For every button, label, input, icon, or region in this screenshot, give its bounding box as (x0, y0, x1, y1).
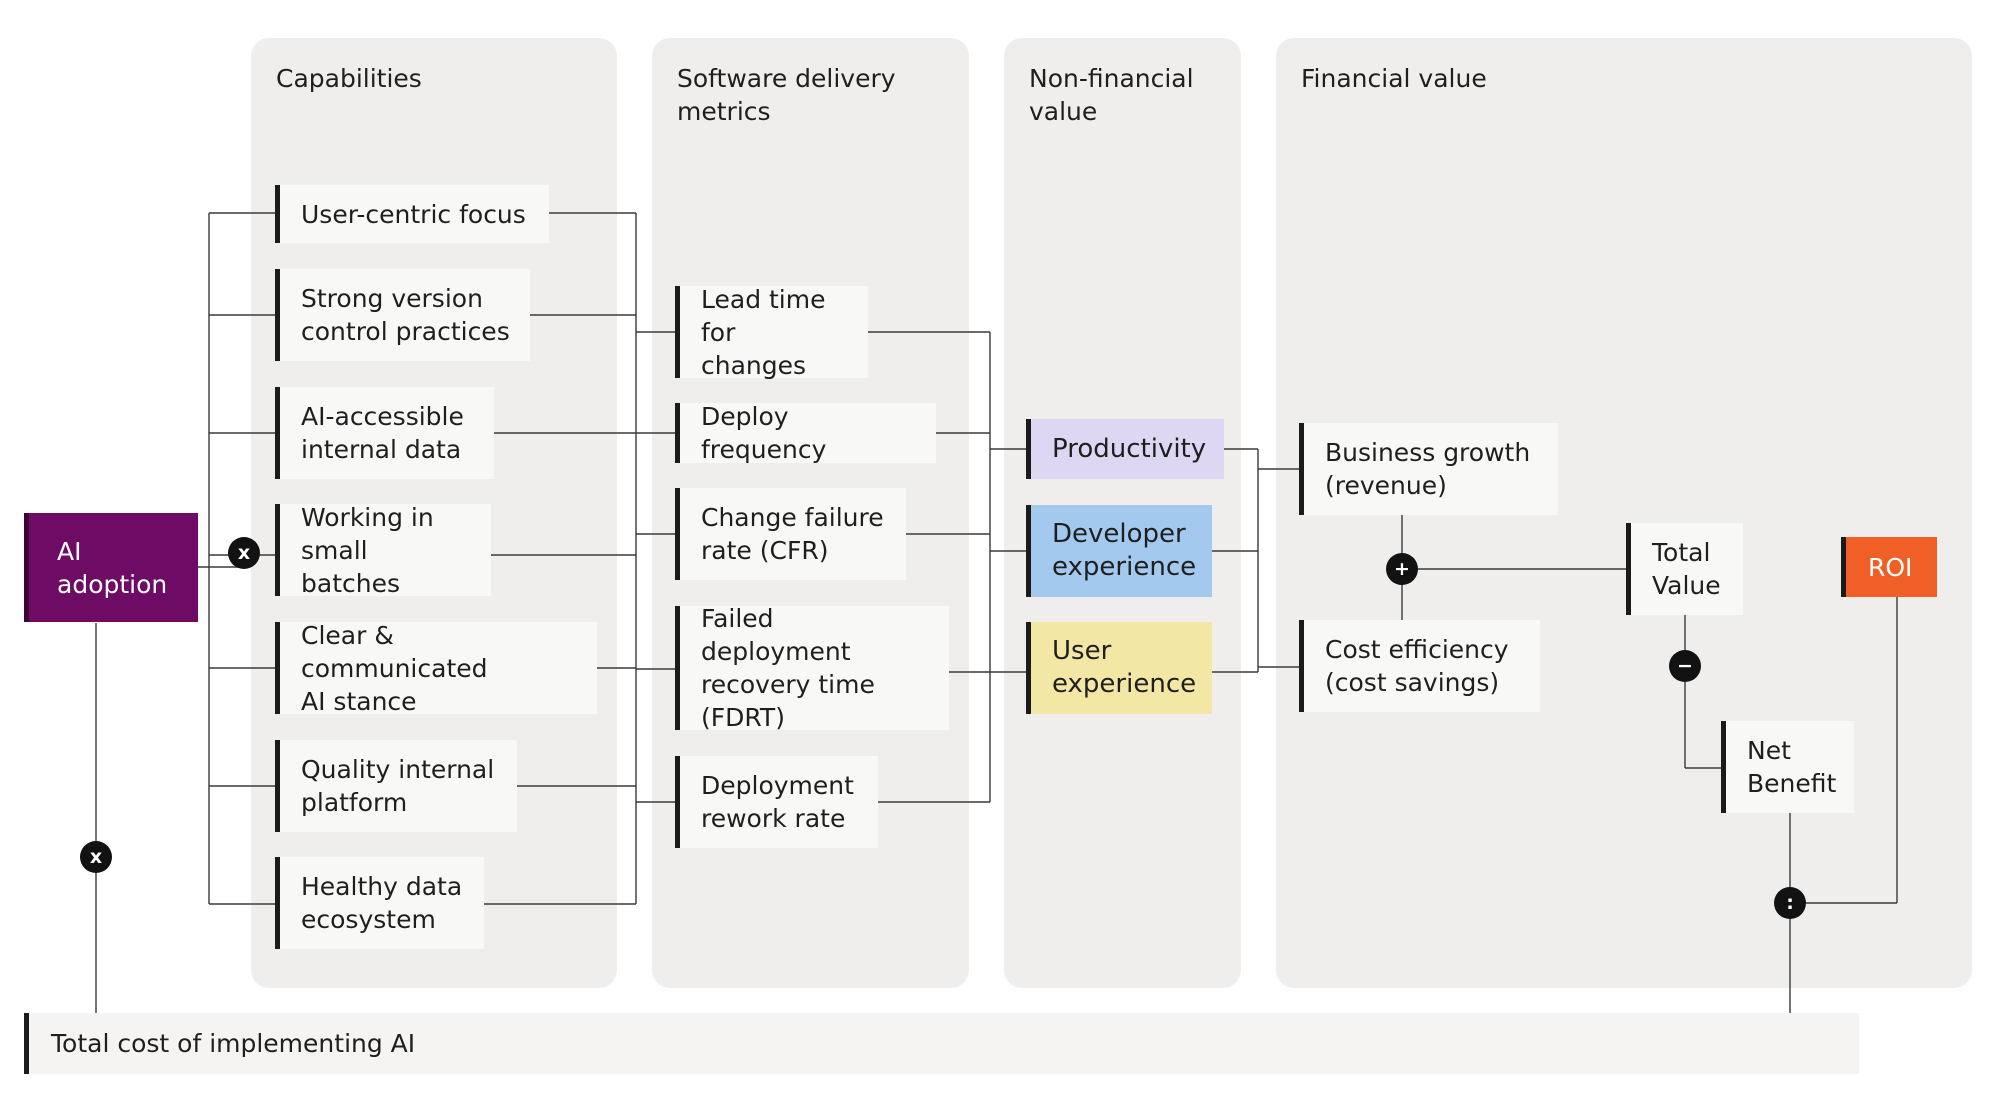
divide-operator-icon: : (1774, 887, 1806, 919)
cost-efficiency-node: Cost efficiency (cost savings) (1299, 620, 1540, 712)
minus-operator-icon: − (1669, 650, 1701, 682)
productivity-node: Productivity (1026, 419, 1224, 479)
non-financial-panel-title: Non-financial value (1029, 64, 1194, 126)
metric-rework-rate: Deployment rework rate (675, 756, 878, 848)
plus-operator-icon: + (1386, 553, 1418, 585)
capability-internal-platform: Quality internal platform (275, 740, 517, 832)
software-delivery-panel-title: Software delivery metrics (677, 64, 896, 126)
multiply-operator-icon: x (80, 841, 112, 873)
financial-panel-title: Financial value (1301, 64, 1487, 93)
user-experience-node: User experience (1026, 622, 1212, 714)
capabilities-panel-title: Capabilities (276, 64, 422, 93)
capability-version-control: Strong version control practices (275, 269, 530, 361)
total-cost-bar: Total cost of implementing AI (24, 1013, 1859, 1074)
capability-small-batches: Working in small batches (275, 503, 491, 598)
metric-fdrt: Failed deployment recovery time (FDRT) (675, 604, 949, 732)
multiply-operator-icon: x (228, 537, 260, 569)
capability-user-centric-focus: User-centric focus (275, 185, 549, 243)
business-growth-node: Business growth (revenue) (1299, 423, 1558, 515)
total-value-node: Total Value (1626, 523, 1743, 615)
metric-change-failure-rate: Change failure rate (CFR) (675, 488, 906, 580)
capability-ai-accessible-data: AI-accessible internal data (275, 387, 494, 479)
metric-lead-time: Lead time for changes (675, 285, 868, 380)
net-benefit-node: Net Benefit (1721, 721, 1854, 813)
capability-data-ecosystem: Healthy data ecosystem (275, 857, 484, 949)
roi-node: ROI (1841, 537, 1937, 597)
metric-deploy-frequency: Deploy frequency (675, 402, 936, 464)
ai-adoption-node: AI adoption (24, 513, 198, 622)
developer-experience-node: Developer experience (1026, 505, 1212, 597)
capability-ai-stance: Clear & communicated AI stance (275, 621, 597, 716)
